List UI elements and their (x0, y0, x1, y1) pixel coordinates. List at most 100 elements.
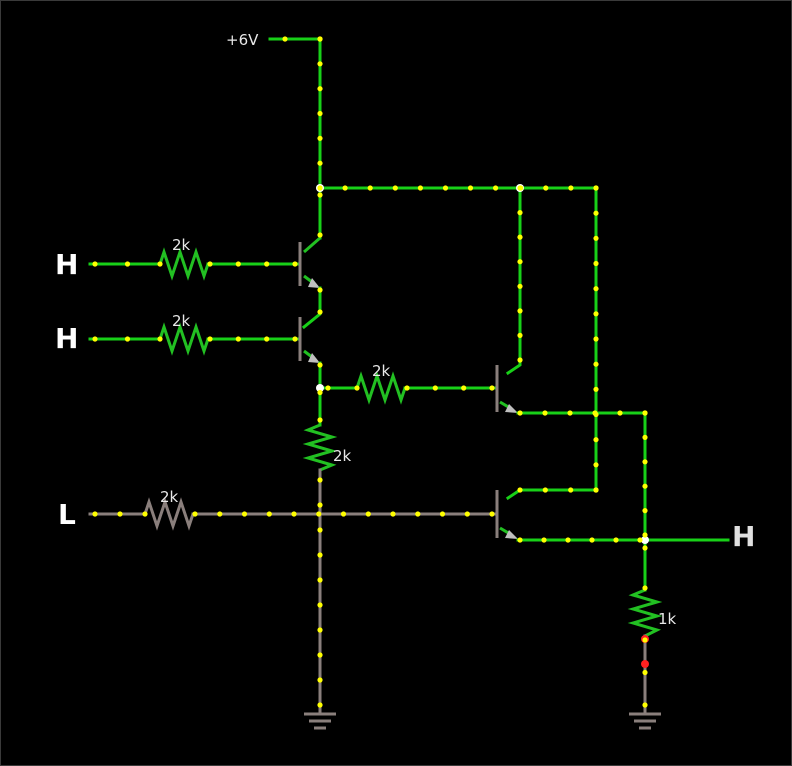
current-dot (517, 259, 523, 265)
current-dot (241, 511, 248, 517)
current-dot (217, 511, 223, 517)
transistor-q2 (298, 317, 320, 363)
current-dot (568, 487, 574, 493)
current-dot (593, 437, 599, 443)
current-dot (642, 669, 648, 676)
output-load (627, 538, 663, 714)
current-dot (317, 527, 323, 533)
current-dot (593, 286, 599, 292)
current-dot (439, 511, 446, 517)
current-dot (317, 552, 323, 558)
transistor-q3 (495, 365, 518, 413)
current-dot (593, 210, 599, 216)
current-dot (464, 511, 470, 517)
input-h2-resistor (158, 322, 210, 356)
current-dot (317, 417, 323, 423)
current-dot (317, 287, 323, 293)
current-dot (517, 487, 523, 493)
current-dot (354, 385, 360, 391)
current-dot (317, 110, 323, 117)
current-dot (642, 410, 648, 416)
current-dot (642, 702, 648, 708)
current-dot (593, 361, 599, 367)
current-dot (317, 36, 323, 42)
current-dot (593, 462, 599, 468)
base-resistor-label: 2k (372, 362, 391, 380)
current-dot (542, 487, 548, 493)
current-dot (192, 511, 198, 517)
current-dot (317, 160, 323, 166)
current-dot (325, 385, 331, 391)
current-dot (317, 232, 323, 238)
input-h1-resistor (158, 247, 210, 281)
current-dot (489, 385, 495, 391)
collector-rails (505, 186, 598, 501)
current-dot (157, 336, 163, 342)
input-h2-label[interactable]: H (55, 322, 78, 355)
current-dot (593, 386, 599, 392)
current-dot (340, 511, 347, 517)
current-dot (317, 362, 323, 368)
current-dot (292, 336, 298, 342)
current-dot (593, 260, 599, 267)
output-label[interactable]: H (732, 520, 755, 553)
current-dot (316, 511, 322, 517)
current-dot (642, 434, 648, 440)
current-dot (517, 410, 523, 416)
current-dot (317, 192, 323, 198)
current-dot (489, 511, 495, 517)
current-dot (517, 537, 523, 543)
current-dot (642, 545, 648, 551)
current-dot (442, 185, 449, 191)
current-dot (642, 483, 648, 489)
current-dot (517, 357, 523, 363)
current-dot (292, 261, 298, 267)
current-dot (92, 261, 98, 267)
current-dot (404, 385, 410, 391)
current-dot (568, 185, 574, 191)
current-dot (124, 336, 131, 342)
current-dot (642, 508, 648, 514)
junction-nodes (316, 184, 649, 668)
current-dot (415, 511, 421, 517)
current-dot (543, 185, 549, 191)
current-dot (417, 185, 423, 191)
current-dot (493, 185, 499, 191)
current-dot (317, 702, 323, 708)
current-dot (517, 185, 523, 191)
current-dot (642, 637, 648, 643)
current-dot (157, 261, 163, 267)
pulldown-resistor-label: 2k (333, 447, 352, 465)
current-dot (317, 502, 323, 508)
current-dot (565, 537, 571, 543)
input-l-resistor (143, 497, 195, 531)
current-dot (642, 532, 648, 538)
input-h2-resistor-label: 2k (172, 312, 191, 330)
input-h1-label[interactable]: H (55, 248, 78, 281)
ground-2 (629, 712, 661, 730)
input-h1-resistor-label: 2k (172, 236, 191, 254)
current-dot (92, 511, 98, 517)
current-dot (517, 308, 523, 314)
current-dot (642, 459, 648, 465)
current-dot (317, 86, 323, 92)
current-dot (317, 309, 323, 315)
current-dot (642, 585, 648, 591)
current-dot (637, 537, 643, 543)
current-dot (317, 577, 323, 583)
current-dot (365, 511, 371, 517)
current-flow-dots (92, 36, 648, 708)
current-dot (117, 511, 123, 517)
current-dot (282, 36, 288, 42)
current-dot (317, 677, 323, 683)
output-resistor-label: 1k (658, 610, 677, 628)
current-dot (613, 537, 619, 543)
pulldown-branch (302, 386, 338, 714)
current-dot (593, 185, 599, 191)
current-dot (317, 185, 323, 191)
current-dot (461, 385, 467, 391)
current-dot (342, 185, 348, 191)
supply-label: +6V (226, 31, 259, 49)
input-l-label[interactable]: L (58, 498, 76, 531)
